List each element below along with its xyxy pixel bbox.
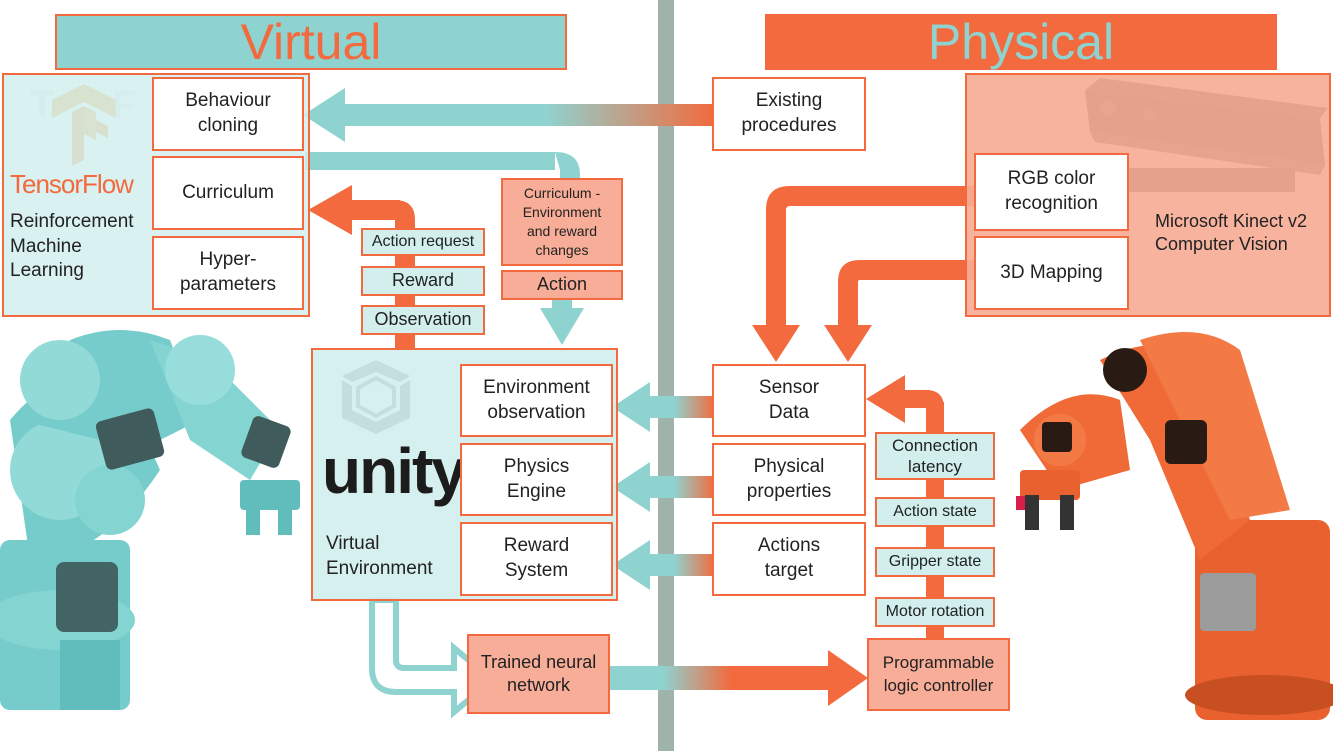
reward-label: Reward xyxy=(361,266,485,296)
physics-engine-box: Physics Engine xyxy=(460,443,613,516)
action-box: Action xyxy=(501,270,623,300)
trained-network-box: Trained neural network xyxy=(467,634,610,714)
gripper-state-label: Gripper state xyxy=(875,547,995,577)
sensor-data-box: Sensor Data xyxy=(712,364,866,437)
plc-box: Programmable logic controller xyxy=(867,638,1010,711)
environment-observation-box: Environment observation xyxy=(460,364,613,437)
arrow-3d-to-sensor xyxy=(824,260,975,362)
action-state-label: Action state xyxy=(875,497,995,527)
tensorflow-logo-text: TensorFlow xyxy=(10,169,134,199)
curriculum-box: Curriculum xyxy=(152,156,304,230)
robot-arm-virtual-icon xyxy=(0,330,300,710)
physical-properties-box: Physical properties xyxy=(712,443,866,516)
tensorflow-panel-label: Reinforcement Machine Learning xyxy=(10,211,134,282)
3d-mapping-box: 3D Mapping xyxy=(974,236,1129,310)
kinect-label: Microsoft Kinect v2 Computer Vision xyxy=(1155,211,1308,255)
arrow-actions-to-reward xyxy=(612,540,715,590)
arrow-rgb-to-sensor xyxy=(752,186,975,362)
virtual-header: Virtual xyxy=(55,14,567,70)
observation-label: Observation xyxy=(361,305,485,335)
actions-target-box: Actions target xyxy=(712,522,866,596)
physical-header: Physical xyxy=(765,14,1277,70)
curriculum-changes-box: Curriculum - Environment and reward chan… xyxy=(501,178,623,266)
hyperparameters-box: Hyper- parameters xyxy=(152,236,304,310)
unity-logo-text: unity xyxy=(322,435,467,507)
existing-procedures-box: Existing procedures xyxy=(712,77,866,151)
arrow-network-to-plc xyxy=(605,650,868,706)
arrow-existing-to-behaviour xyxy=(303,88,715,142)
connection-latency-label: Connection latency xyxy=(875,432,995,480)
rgb-recognition-box: RGB color recognition xyxy=(974,153,1129,231)
arrow-sensor-to-env-observation xyxy=(612,382,715,432)
behaviour-cloning-box: Behaviour cloning xyxy=(152,77,304,151)
virtual-environment-label: Virtual Environment xyxy=(326,533,433,579)
reward-system-box: Reward System xyxy=(460,522,613,596)
motor-rotation-label: Motor rotation xyxy=(875,597,995,627)
action-request-label: Action request xyxy=(361,228,485,256)
arrow-physical-to-physics-engine xyxy=(612,462,715,512)
robot-arm-physical-icon xyxy=(1016,332,1333,720)
